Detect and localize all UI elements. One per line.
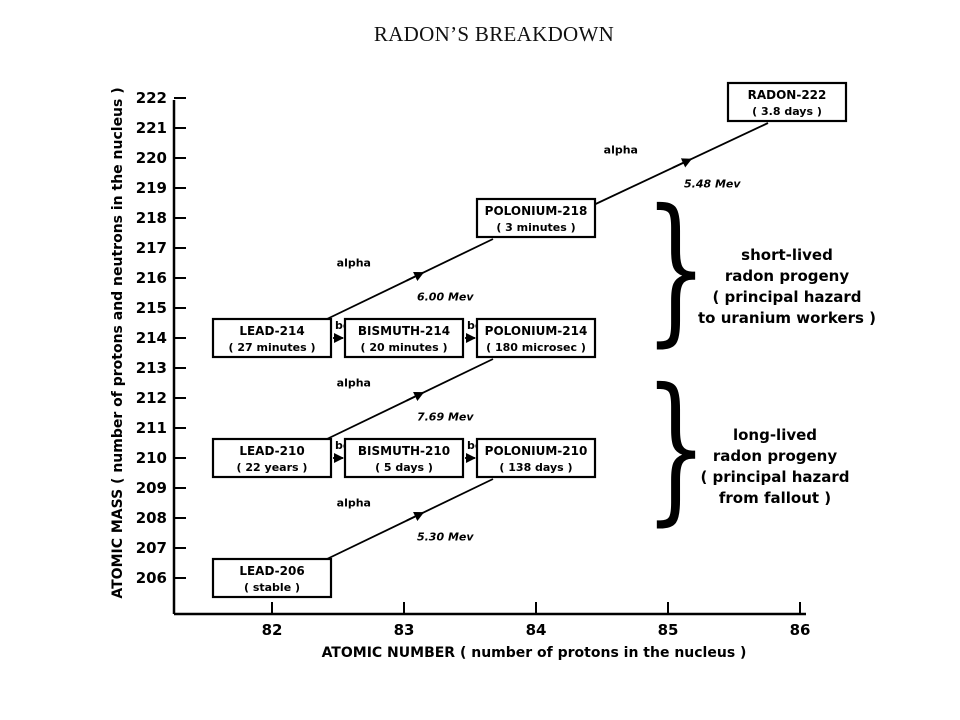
nuclide-box-po214: POLONIUM-214 ( 180 microsec ) bbox=[475, 317, 597, 359]
alpha-decay-energy: 7.69 Mev bbox=[417, 411, 474, 424]
nuclide-half-life: ( 180 microsec ) bbox=[486, 341, 586, 354]
nuclide-half-life: ( 3 minutes ) bbox=[496, 221, 575, 234]
nuclide-box-frame bbox=[475, 317, 597, 359]
x-tick-label: 82 bbox=[262, 621, 283, 639]
alpha-decay-label: alpha bbox=[604, 143, 638, 156]
alpha-decay-energy: 5.48 Mev bbox=[684, 177, 741, 190]
nuclide-box-pb210: LEAD-210 ( 22 years ) bbox=[211, 437, 333, 479]
y-tick-label: 206 bbox=[136, 569, 167, 587]
y-axis-ticks: 206 207 208 209 210 211 212 213 214 215 216 217 218 2… bbox=[136, 89, 186, 587]
y-tick-label: 208 bbox=[136, 509, 167, 527]
alpha-decay-arrowhead bbox=[406, 391, 425, 402]
y-tick-label: 222 bbox=[136, 89, 167, 107]
alpha-decay-label: alpha bbox=[337, 377, 371, 390]
nuclide-box-po210: POLONIUM-210 ( 138 days ) bbox=[475, 437, 597, 479]
nuclide-box-po218: POLONIUM-218 ( 3 minutes ) bbox=[475, 197, 597, 239]
short-lived-line-3: ( principal hazard bbox=[712, 288, 861, 306]
short-lived-line-4: to uranium workers ) bbox=[698, 309, 876, 327]
page-title: RADON’S BREAKDOWN bbox=[373, 22, 615, 46]
y-tick-label: 214 bbox=[136, 329, 167, 347]
nuclide-box-frame bbox=[726, 81, 848, 123]
alpha-decay-arrowhead bbox=[406, 511, 425, 522]
x-tick-label: 85 bbox=[658, 621, 679, 639]
nuclide-half-life: ( 27 minutes ) bbox=[228, 341, 315, 354]
x-tick-label: 84 bbox=[526, 621, 547, 639]
x-axis-ticks: 82 83 84 85 86 bbox=[262, 602, 811, 639]
y-tick-label: 215 bbox=[136, 299, 167, 317]
nuclide-box-frame bbox=[475, 197, 597, 239]
y-tick-label: 216 bbox=[136, 269, 167, 287]
alpha-decay-label: alpha bbox=[337, 497, 371, 510]
nuclide-half-life: ( 138 days ) bbox=[499, 461, 572, 474]
x-tick-label: 83 bbox=[394, 621, 415, 639]
nuclide-half-life: ( 5 days ) bbox=[375, 461, 433, 474]
nuclide-box-pb214: LEAD-214 ( 27 minutes ) bbox=[211, 317, 333, 359]
long-lived-group-label: long-lived radon progeny ( principal haz… bbox=[700, 426, 849, 507]
alpha-decay-label: alpha bbox=[337, 257, 371, 270]
nuclide-name: BISMUTH-210 bbox=[358, 444, 450, 458]
nuclide-half-life: ( 20 minutes ) bbox=[360, 341, 447, 354]
short-lived-brace: } bbox=[644, 176, 707, 362]
y-tick-label: 217 bbox=[136, 239, 167, 257]
nuclide-name: LEAD-210 bbox=[239, 444, 304, 458]
nuclide-box-bi210: BISMUTH-210 ( 5 days ) bbox=[343, 437, 465, 479]
nuclide-box-frame bbox=[343, 317, 465, 359]
y-tick-label: 213 bbox=[136, 359, 167, 377]
y-tick-label: 210 bbox=[136, 449, 167, 467]
short-lived-line-1: short-lived bbox=[741, 246, 833, 264]
short-lived-group-label: short-lived radon progeny ( principal ha… bbox=[698, 246, 876, 327]
nuclide-boxes: RADON-222 ( 3.8 days ) POLONIUM-218 ( 3 min… bbox=[211, 81, 848, 599]
long-lived-line-3: ( principal hazard bbox=[700, 468, 849, 486]
y-axis-title: ATOMIC MASS ( number of protons and neut… bbox=[110, 87, 126, 598]
nuclide-name: LEAD-214 bbox=[239, 324, 304, 338]
y-tick-label: 212 bbox=[136, 389, 167, 407]
long-lived-line-1: long-lived bbox=[733, 426, 817, 444]
y-tick-label: 211 bbox=[136, 419, 167, 437]
nuclide-half-life: ( stable ) bbox=[244, 581, 300, 594]
nuclide-box-rn222: RADON-222 ( 3.8 days ) bbox=[726, 81, 848, 123]
nuclide-name: RADON-222 bbox=[748, 88, 827, 102]
nuclide-box-frame bbox=[211, 437, 333, 479]
y-tick-label: 207 bbox=[136, 539, 167, 557]
x-axis-title: ATOMIC NUMBER ( number of protons in the… bbox=[322, 645, 747, 661]
y-tick-label: 220 bbox=[136, 149, 167, 167]
nuclide-name: POLONIUM-218 bbox=[485, 204, 588, 218]
nuclide-half-life: ( 22 years ) bbox=[237, 461, 308, 474]
nuclide-name: POLONIUM-210 bbox=[485, 444, 588, 458]
y-tick-label: 218 bbox=[136, 209, 167, 227]
y-tick-label: 209 bbox=[136, 479, 167, 497]
nuclide-box-frame bbox=[343, 437, 465, 479]
short-lived-line-2: radon progeny bbox=[725, 267, 849, 285]
alpha-decay-arrowhead bbox=[406, 271, 425, 282]
nuclide-name: POLONIUM-214 bbox=[485, 324, 588, 338]
y-tick-label: 221 bbox=[136, 119, 167, 137]
y-tick-label: 219 bbox=[136, 179, 167, 197]
nuclide-half-life: ( 3.8 days ) bbox=[752, 105, 822, 118]
long-lived-line-4: from fallout ) bbox=[719, 489, 831, 507]
nuclide-box-bi214: BISMUTH-214 ( 20 minutes ) bbox=[343, 317, 465, 359]
x-tick-label: 86 bbox=[790, 621, 811, 639]
nuclide-box-pb206: LEAD-206 ( stable ) bbox=[211, 557, 333, 599]
alpha-decay-energy: 5.30 Mev bbox=[417, 531, 474, 544]
alpha-decay-arrowhead bbox=[672, 158, 693, 169]
nuclide-name: BISMUTH-214 bbox=[358, 324, 450, 338]
nuclide-box-frame bbox=[211, 317, 333, 359]
nuclide-box-frame bbox=[475, 437, 597, 479]
alpha-decay-energy: 6.00 Mev bbox=[417, 291, 474, 304]
nuclide-box-frame bbox=[211, 557, 333, 599]
long-lived-brace: } bbox=[644, 355, 707, 541]
nuclide-name: LEAD-206 bbox=[239, 564, 304, 578]
long-lived-line-2: radon progeny bbox=[713, 447, 837, 465]
